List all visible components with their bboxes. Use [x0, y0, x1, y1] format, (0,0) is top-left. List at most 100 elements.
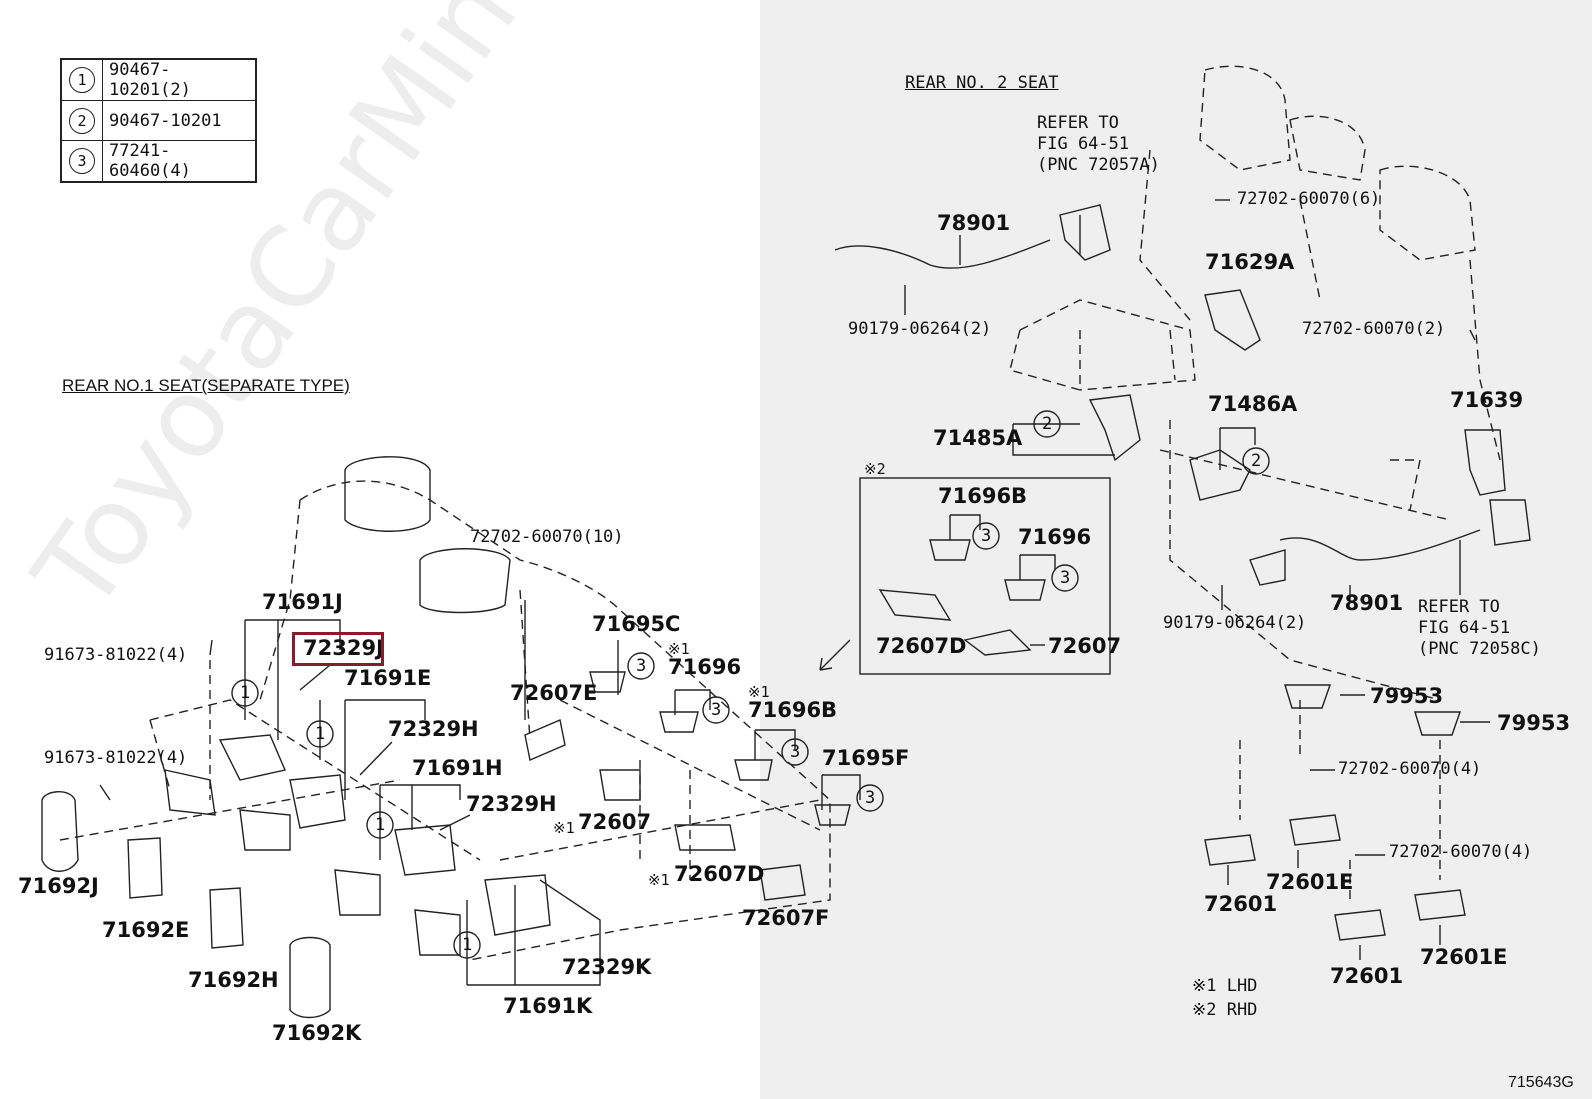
rear-no1-brackets [164, 734, 551, 956]
legend-row: 1 90467-10201(2) [60, 58, 257, 101]
part-label-91673-81022: 91673-81022(4) [44, 645, 188, 665]
legend-row: 3 77241-60460(4) [60, 140, 257, 183]
part-label-78901: 78901 [1330, 591, 1404, 615]
rear-no2-cables [834, 239, 1481, 561]
part-label-71692h: 71692H [188, 968, 279, 992]
part-label-72702-60070: 72702-60070(10) [470, 527, 624, 547]
part-label-71486a: 71486A [1208, 392, 1298, 416]
rear-no2-leaders [904, 199, 1490, 960]
part-label-79953: 79953 [1497, 711, 1571, 735]
part-label-72601: 72601 [1204, 892, 1278, 916]
rear-no2-title: REAR NO. 2 SEAT [905, 73, 1059, 93]
callout-number: 3 [790, 742, 801, 762]
lhd-mark: ※1 [648, 871, 670, 889]
part-label-71696b: 71696B [938, 484, 1028, 508]
part-label-71691j: 71691J [262, 590, 343, 614]
figure-code: 715643G [1508, 1074, 1574, 1091]
rear-no1-side-covers [41, 791, 331, 1019]
part-label-91673-81022: 91673-81022(4) [44, 748, 188, 768]
part-label-71696: 71696 [668, 655, 742, 679]
callout-number: 3 [711, 700, 722, 720]
rhd-mark: ※2 [864, 460, 886, 478]
callout-number: 3 [1060, 568, 1071, 588]
callout-number: 3 [981, 526, 992, 546]
legend-part-number: 90467-10201 [102, 100, 257, 141]
part-label-72329h: 72329H [466, 792, 557, 816]
part-label-90179-06264: 90179-06264(2) [848, 319, 992, 339]
part-label-71692j: 71692J [18, 874, 99, 898]
part-label-71696: 71696 [1018, 525, 1092, 549]
rhd-inset-parts [878, 514, 1079, 656]
part-label-79953: 79953 [1370, 684, 1444, 708]
refer-to-line: (PNC 72058C) [1418, 639, 1541, 659]
rear-no1-title: REAR NO.1 SEAT(SEPARATE TYPE) [62, 376, 350, 395]
rear-no1-callout-circles [231, 652, 884, 959]
part-label-72702-60070: 72702-60070(2) [1302, 319, 1446, 339]
part-label-72329j: 72329J [303, 636, 384, 660]
callout-number: 1 [375, 815, 386, 835]
refer-to-line: FIG 64-51 [1418, 618, 1511, 638]
callout-number: 2 [1251, 451, 1262, 471]
part-label-71696b: 71696B [748, 698, 838, 722]
lhd-mark: ※1 [668, 640, 690, 658]
part-label-72607: 72607 [578, 810, 652, 834]
part-label-71691h: 71691H [412, 756, 503, 780]
lhd-mark: ※1 [553, 819, 575, 837]
part-label-71691e: 71691E [344, 666, 432, 690]
rhd-inset-box [859, 477, 1111, 675]
callout-number: 2 [1042, 414, 1053, 434]
part-label-71639: 71639 [1450, 388, 1524, 412]
part-label-71485a: 71485A [933, 426, 1023, 450]
refer-to-line: REFER TO [1418, 597, 1500, 617]
part-label-72329h: 72329H [388, 717, 479, 741]
legend-number: 2 [69, 107, 95, 134]
callout-number: 3 [865, 788, 876, 808]
legend-row: 2 90467-10201 [60, 100, 257, 141]
callout-number: 3 [636, 656, 647, 676]
part-label-71629a: 71629A [1205, 250, 1295, 274]
legend-number: 3 [69, 148, 95, 174]
highlight-box [292, 632, 384, 666]
part-label-72329k: 72329K [562, 955, 652, 979]
part-label-72601e: 72601E [1266, 870, 1354, 894]
callout-number: 1 [240, 683, 251, 703]
part-label-71691k: 71691K [503, 994, 593, 1018]
part-label-78901: 78901 [937, 211, 1011, 235]
lhd-mark: ※1 [748, 683, 770, 701]
part-label-90179-06264: 90179-06264(2) [1163, 613, 1307, 633]
part-label-72601: 72601 [1330, 964, 1404, 988]
legend-part-number: 77241-60460(4) [102, 140, 257, 183]
part-label-71695c: 71695C [592, 612, 681, 636]
legend-table: 1 90467-10201(2) 2 90467-10201 3 77241-6… [60, 58, 257, 183]
part-label-71692e: 71692E [102, 918, 190, 942]
part-label-72702-60070: 72702-60070(6) [1237, 189, 1381, 209]
rear-no1-headrests [344, 456, 511, 614]
rear-no2-brackets [1059, 204, 1531, 586]
part-label-72607d: 72607D [674, 862, 765, 886]
part-label-72607d: 72607D [876, 634, 967, 658]
part-label-72607: 72607 [1048, 634, 1122, 658]
rear-no1-leaders [99, 600, 861, 986]
part-label-71692k: 71692K [272, 1021, 362, 1045]
refer-to-line: FIG 64-51 [1037, 134, 1130, 154]
refer-to-line: (PNC 72057A) [1037, 155, 1160, 175]
part-label-72702-60070: 72702-60070(4) [1338, 759, 1482, 779]
part-label-72607f: 72607F [742, 906, 830, 930]
rhd-arrow [819, 639, 851, 671]
callout-number: 1 [462, 935, 473, 955]
rear-no2-seat-outline [1009, 65, 1501, 900]
rear-no1-bezels [524, 671, 851, 901]
part-label-72601e: 72601E [1420, 945, 1508, 969]
part-label-72702-60070: 72702-60070(4) [1389, 842, 1533, 862]
legend-number: 1 [69, 67, 95, 93]
part-label-72607e: 72607E [510, 681, 598, 705]
rear-no2-latches [1204, 684, 1466, 941]
note-lhd: ※1 LHD [1192, 976, 1258, 996]
callout-number: 1 [315, 724, 326, 744]
refer-to-line: REFER TO [1037, 113, 1119, 133]
rear-no2-callout-circles [1033, 410, 1270, 475]
note-rhd: ※2 RHD [1192, 1000, 1258, 1020]
part-label-71695f: 71695F [822, 746, 910, 770]
legend-part-number: 90467-10201(2) [102, 58, 257, 101]
